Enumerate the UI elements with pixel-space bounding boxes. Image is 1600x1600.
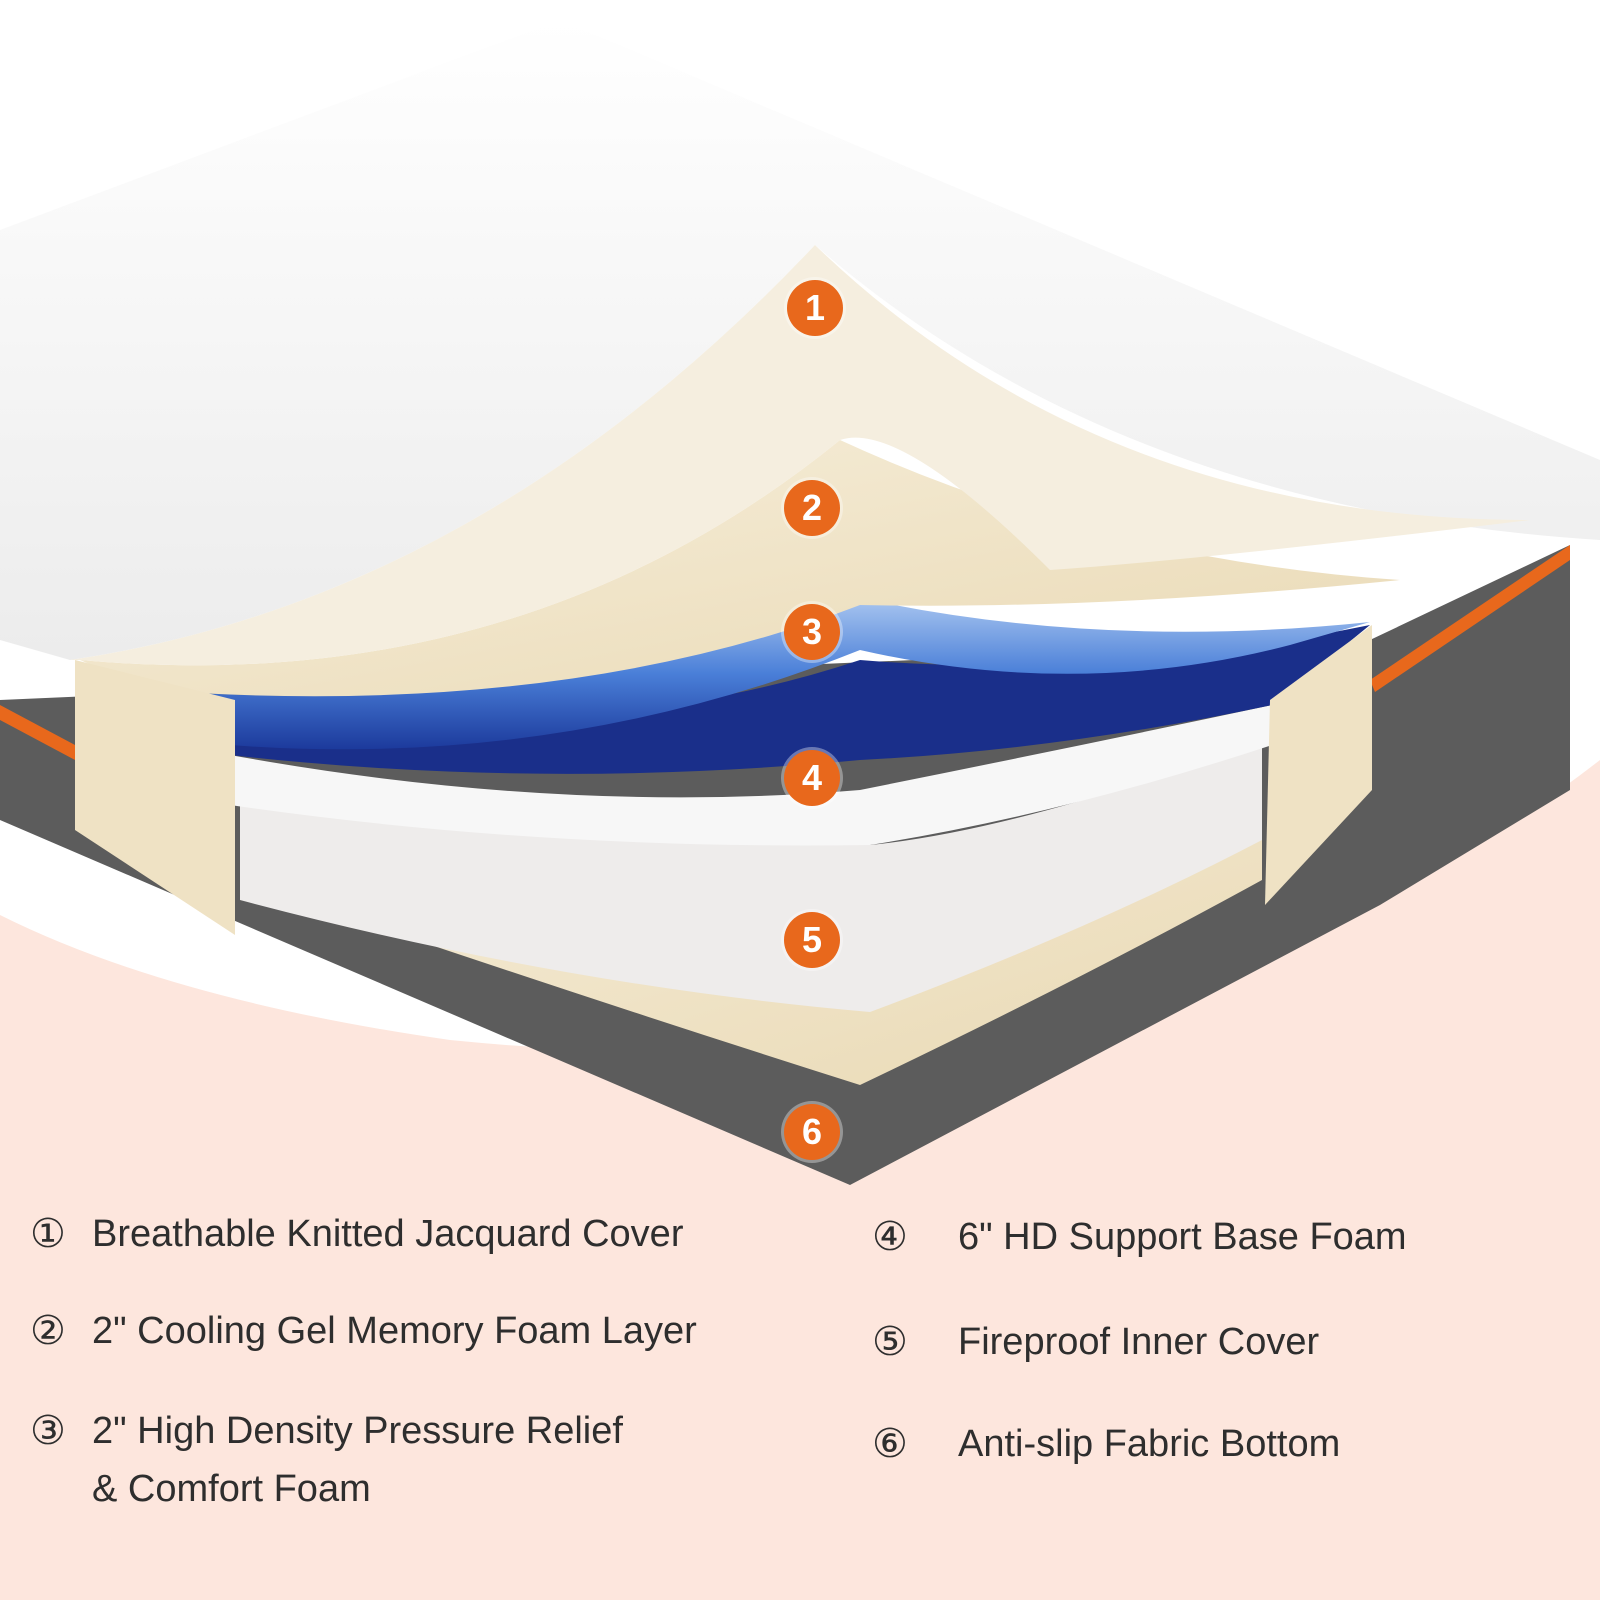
legend-text: 2" Cooling Gel Memory Foam Layer (92, 1310, 697, 1352)
cooling-gel-foam (150, 598, 1370, 750)
legend-item-5: ⑤ Fireproof Inner Cover (872, 1313, 1319, 1371)
legend-number: ① (30, 1212, 66, 1256)
side-flap-left (75, 660, 235, 935)
layer-badge-4: 4 (784, 750, 840, 806)
comfort-foam-white (230, 705, 1272, 846)
layer-badge-6: 6 (784, 1104, 840, 1160)
legend-text-line2: & Comfort Foam (92, 1468, 371, 1510)
support-base-foam (240, 740, 1262, 1012)
jacquard-cover (0, 20, 1600, 660)
legend-item-3: ③ 2" High Density Pressure Relief & Comf… (30, 1402, 623, 1518)
legend-number: ④ (872, 1215, 908, 1259)
layer-badge-5: 5 (784, 912, 840, 968)
cover-underside (70, 245, 1530, 666)
legend-text: 6" HD Support Base Foam (958, 1216, 1407, 1258)
legend-text: 2" High Density Pressure Relief (92, 1410, 623, 1452)
legend-text: Breathable Knitted Jacquard Cover (92, 1213, 684, 1255)
legend-number: ⑤ (872, 1320, 908, 1364)
legend-text: Fireproof Inner Cover (958, 1321, 1320, 1363)
memory-foam-layer (80, 440, 1400, 697)
legend-item-6: ⑥ Anti-slip Fabric Bottom (872, 1415, 1340, 1473)
legend-item-4: ④ 6" HD Support Base Foam (872, 1208, 1407, 1266)
legend-number: ⑥ (872, 1422, 908, 1466)
layer-badge-2: 2 (784, 480, 840, 536)
side-flap-right (1265, 625, 1372, 905)
layer-badge-1: 1 (787, 280, 843, 336)
legend-text: Anti-slip Fabric Bottom (958, 1423, 1341, 1465)
legend-item-2: ② 2" Cooling Gel Memory Foam Layer (30, 1302, 697, 1360)
legend-number: ② (30, 1309, 66, 1353)
legend-number: ③ (30, 1409, 66, 1453)
layer-badge-3: 3 (784, 604, 840, 660)
legend-item-1: ① Breathable Knitted Jacquard Cover (30, 1205, 683, 1263)
